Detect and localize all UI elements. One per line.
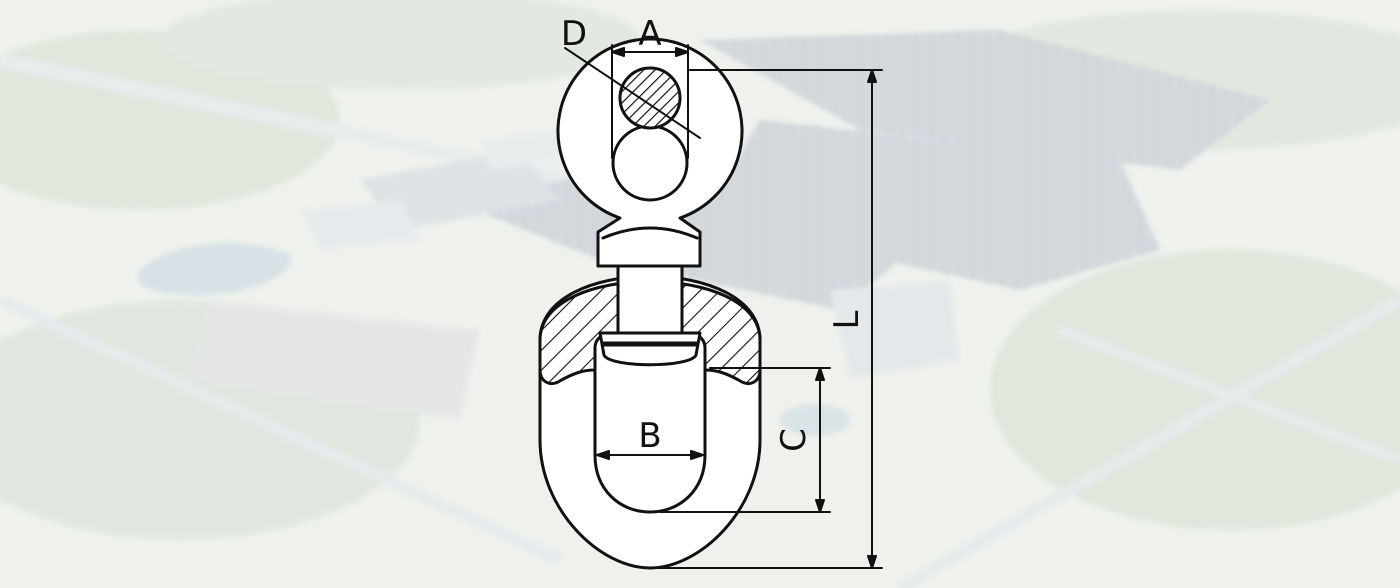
dimension-b: [596, 450, 704, 460]
jaw-body: [538, 264, 762, 570]
dimension-d-leader: [564, 47, 701, 139]
eye-ring: [556, 37, 744, 268]
dimension-c: [659, 367, 831, 513]
label-d: D: [561, 14, 587, 54]
dimension-l: [649, 69, 883, 569]
label-b: B: [638, 416, 661, 456]
label-a: A: [638, 14, 661, 54]
label-c: C: [774, 428, 814, 452]
wire-section-d: [618, 66, 682, 130]
label-l: L: [827, 310, 867, 329]
dimension-a: [611, 44, 689, 159]
